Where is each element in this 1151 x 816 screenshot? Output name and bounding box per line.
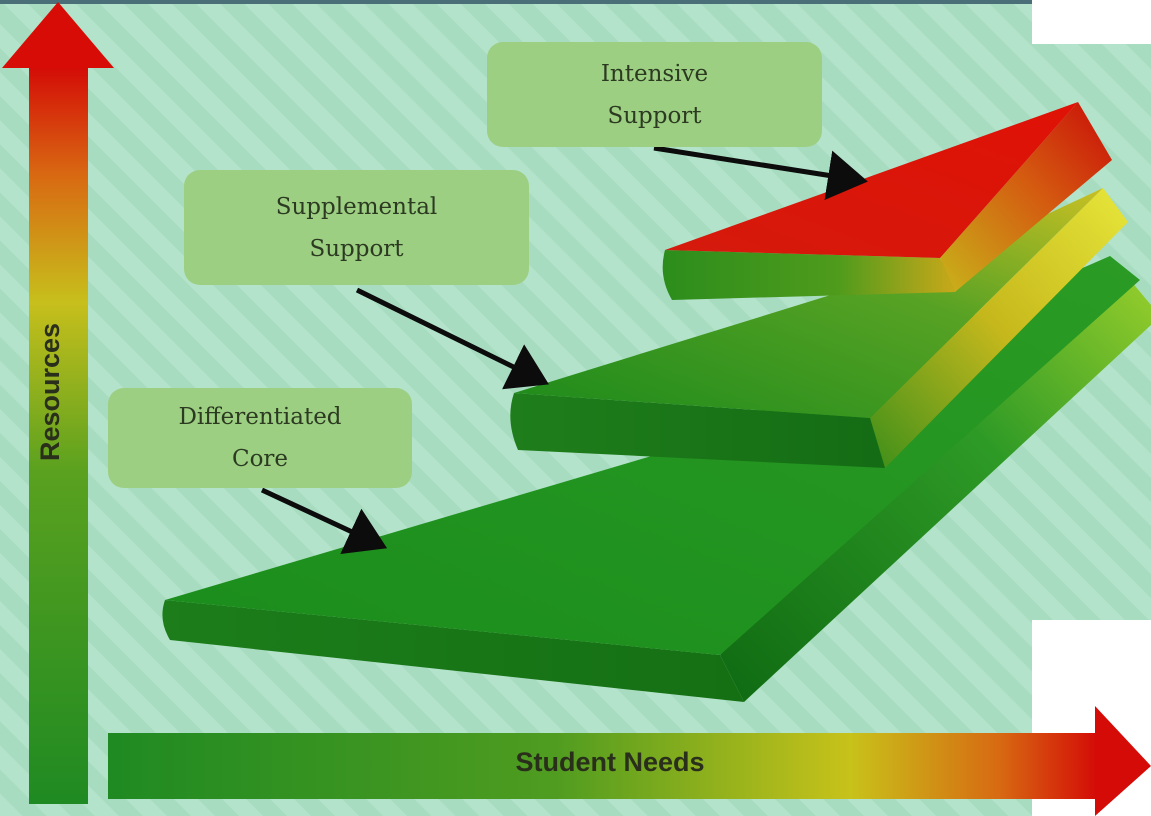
supplemental-slab [510,188,1128,468]
differentiated-core-label: Differentiated Core [108,388,412,488]
supplemental-support-label: Supplemental Support [184,170,529,285]
panel-top-border [0,0,1032,4]
supplemental-label-line-1: Supplemental [275,193,438,220]
core-label-line-1: Differentiated [178,404,342,430]
resources-axis-arrow [2,2,114,804]
intensive-label-line-2: Support [607,102,702,129]
intensive-slab [662,102,1112,300]
core-label-line-2: Core [231,446,289,472]
intensive-support-label: Intensive Support [487,42,822,147]
supplemental-label-line-2: Support [309,235,404,262]
y-axis-label: Resources [35,322,65,462]
supplemental-pointer-arrow [355,287,549,390]
x-axis-label: Student Needs [515,747,705,777]
core-pointer-arrow [260,487,388,555]
intensive-pointer-arrow [653,145,868,201]
student-needs-axis-arrow [108,706,1151,816]
intensive-label-line-1: Intensive [600,60,709,87]
